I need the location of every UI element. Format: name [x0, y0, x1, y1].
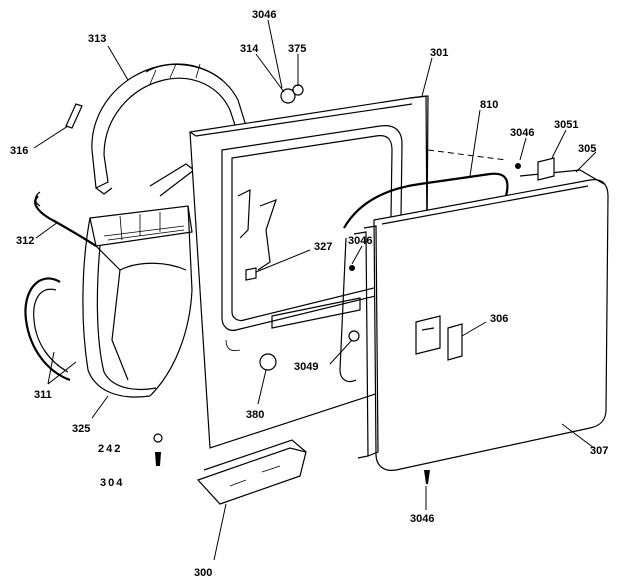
label-311: 311 [34, 389, 52, 401]
part-312-harness [34, 191, 97, 247]
label-301: 301 [430, 47, 448, 59]
label-316: 316 [10, 145, 28, 157]
part-810-door-seal [339, 172, 509, 383]
hardware-parts [153, 84, 555, 484]
label-313: 313 [88, 33, 106, 45]
label-306: 306 [490, 313, 508, 325]
part-316-strip [65, 103, 83, 129]
label-300: 300 [194, 567, 212, 579]
alignment-line [427, 149, 507, 161]
part-3051-hinge [537, 157, 555, 181]
part-375-bracket [292, 84, 304, 96]
label-3046-mid: 3046 [348, 235, 372, 247]
part-327-clip [245, 267, 257, 281]
part-3049-pin [348, 330, 360, 342]
part-314-clip [280, 88, 296, 104]
screw-3046-b [515, 163, 521, 169]
label-305: 305 [578, 143, 596, 155]
part-242-washer [153, 433, 163, 443]
label-375: 375 [288, 43, 306, 55]
label-3046-right: 3046 [510, 127, 534, 139]
part-325-bulkhead [82, 163, 195, 398]
part-304-screw [155, 452, 161, 466]
label-314: 314 [240, 43, 259, 55]
label-304: 304 [100, 477, 124, 489]
part-380-switch [259, 353, 277, 371]
label-3046-top: 3046 [252, 9, 276, 21]
part-307-door [353, 169, 609, 471]
part-313-duct-arch [91, 63, 247, 195]
part-311-gasket [24, 277, 71, 382]
screw-3046-c [349, 265, 355, 271]
label-380: 380 [246, 409, 264, 421]
leader-lines [33, 19, 597, 561]
label-312: 312 [16, 235, 34, 247]
label-3046-bottom: 3046 [410, 513, 434, 525]
screw-3046-d [424, 470, 430, 484]
label-810: 810 [480, 99, 498, 111]
label-307: 307 [590, 445, 608, 457]
part-300-base [196, 439, 307, 505]
callout-labels: 313 3046 314 375 301 316 810 3046 3051 3… [10, 9, 608, 579]
label-3049: 3049 [294, 361, 318, 373]
label-242: 242 [98, 443, 122, 455]
label-325: 325 [72, 423, 90, 435]
label-327: 327 [314, 241, 332, 253]
label-3051: 3051 [554, 119, 578, 131]
